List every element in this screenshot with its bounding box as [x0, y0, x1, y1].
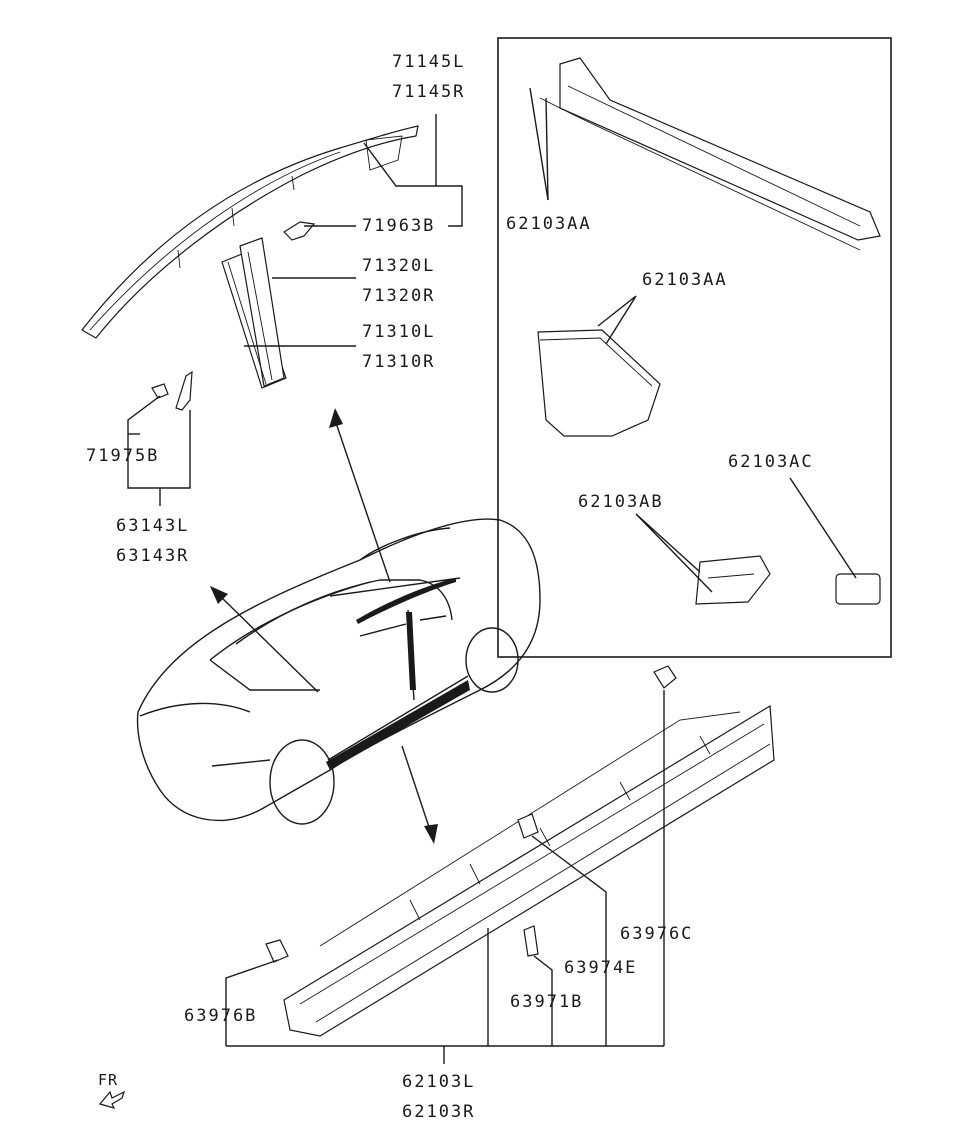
inset-sill-strip — [529, 57, 881, 251]
label-71145r: 71145R — [392, 82, 466, 102]
label-62103aa-upper: 62103AA — [506, 214, 592, 234]
label-62103r: 62103R — [402, 1102, 476, 1122]
label-71310r: 71310R — [362, 352, 436, 372]
label-63974e: 63974E — [564, 958, 638, 978]
clip-71963b — [283, 221, 316, 241]
front-indicator-label: FR — [98, 1071, 119, 1089]
direction-arrows — [210, 408, 438, 844]
label-62103ac: 62103AC — [728, 452, 814, 472]
label-71320r: 71320R — [362, 286, 436, 306]
pillar-tapes — [221, 237, 287, 389]
label-63143l: 63143L — [116, 516, 190, 536]
inset-pads — [635, 477, 881, 605]
label-63976c: 63976C — [620, 924, 694, 944]
inset-end-piece — [537, 295, 661, 437]
label-62103ab: 62103AB — [578, 492, 664, 512]
roof-drip-molding — [81, 125, 419, 339]
fasteners — [265, 665, 677, 963]
label-71310l: 71310L — [362, 322, 436, 342]
label-63976b: 63976B — [184, 1006, 258, 1026]
label-62103aa-lower: 62103AA — [642, 270, 728, 290]
label-71145l: 71145L — [392, 52, 466, 72]
front-arrow-icon — [98, 1090, 126, 1109]
label-62103l: 62103L — [402, 1072, 476, 1092]
side-sill-garnish — [283, 704, 775, 1037]
car-outline — [136, 518, 541, 825]
clip-71975b — [151, 370, 193, 411]
label-71963b: 71963B — [362, 216, 436, 236]
detail-inset-box — [497, 37, 892, 658]
label-63971b: 63971B — [510, 992, 584, 1012]
label-71975b: 71975B — [86, 446, 160, 466]
label-63143r: 63143R — [116, 546, 190, 566]
label-71320l: 71320L — [362, 256, 436, 276]
